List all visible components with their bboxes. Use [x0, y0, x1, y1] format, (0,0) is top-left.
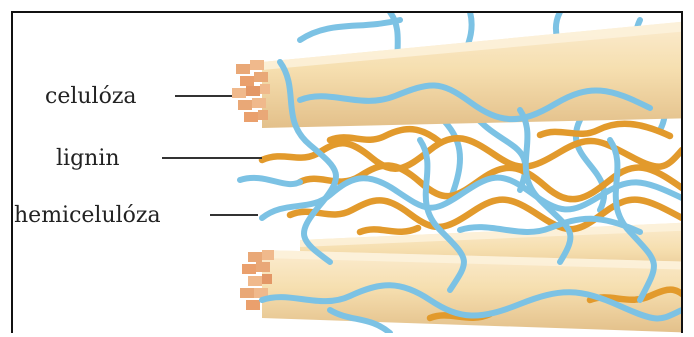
cellulose-label: celulóza — [45, 84, 137, 109]
hemicellulose-label: hemicelulóza — [14, 203, 161, 228]
lignin-strand — [360, 228, 418, 232]
lignin-label: lignin — [56, 146, 120, 171]
